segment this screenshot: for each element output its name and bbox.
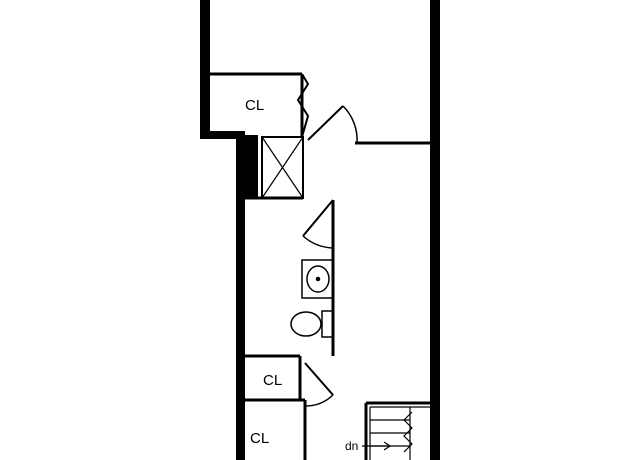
stair-arrow-icon — [383, 441, 392, 451]
stairs-direction-label: dn — [345, 439, 358, 453]
closet-label-upper: CL — [245, 97, 264, 114]
exterior-walls — [200, 0, 440, 460]
chimney-block — [236, 135, 258, 199]
closet-label-lower: CL — [250, 430, 269, 447]
sink-icon — [301, 259, 334, 299]
staircase — [362, 401, 430, 460]
left-wall-lower — [236, 135, 245, 460]
toilet-icon — [290, 310, 334, 338]
hall-door — [307, 105, 358, 144]
right-wall — [430, 0, 440, 460]
bath-door — [302, 199, 334, 249]
wall-step — [200, 131, 245, 139]
bifold-door — [296, 73, 310, 138]
left-wall-upper — [200, 0, 210, 138]
closet-label-middle: CL — [263, 372, 282, 389]
closet-door — [304, 362, 334, 407]
shower-icon — [261, 136, 304, 199]
